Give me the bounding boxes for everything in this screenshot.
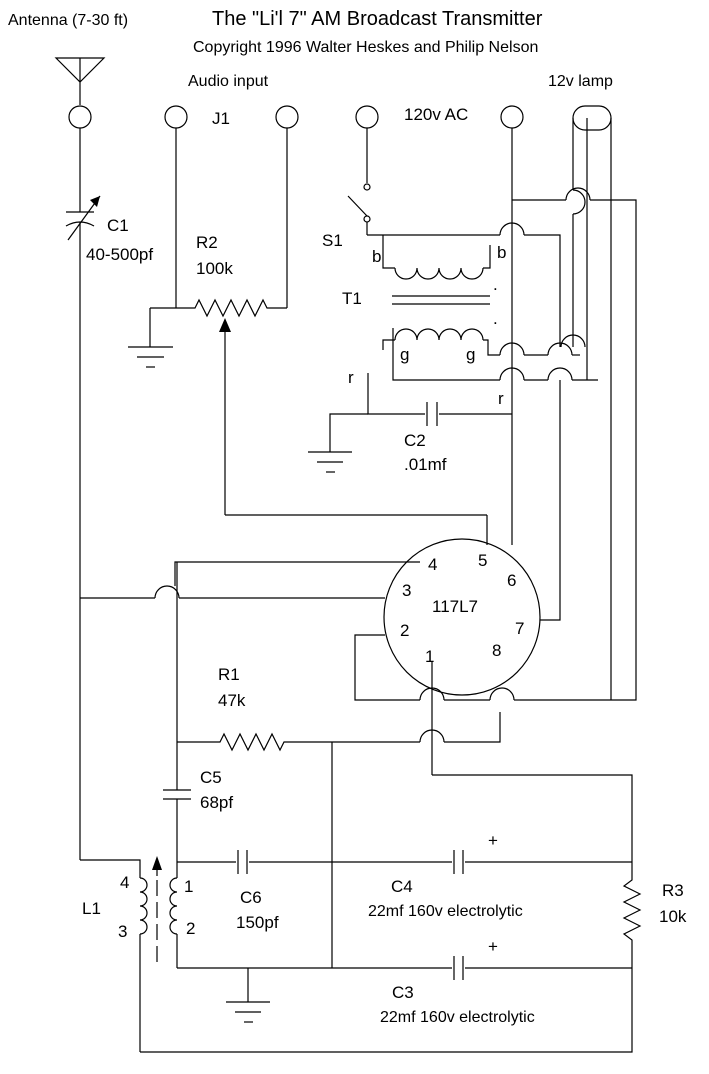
- c3-name: C3: [392, 983, 414, 1002]
- s1-label: S1: [322, 231, 343, 250]
- ground-symbol-bottom: [226, 968, 270, 1023]
- tube-pin-5: 5: [478, 551, 487, 570]
- r1-name: R1: [218, 665, 240, 684]
- tube-pin-4: 4: [428, 555, 437, 574]
- c5-value: 68pf: [200, 793, 233, 812]
- r2-potentiometer: [149, 298, 488, 545]
- l1-pin-4: 4: [120, 873, 129, 892]
- wire-b-right: b: [497, 243, 506, 262]
- c1-variable-capacitor: [65, 128, 101, 860]
- ac-connector: [347, 105, 524, 545]
- audio-input-label: Audio input: [188, 73, 269, 90]
- t1-transformer: [367, 222, 598, 381]
- r3-name: R3: [662, 881, 684, 900]
- c2-name: C2: [404, 431, 426, 450]
- j1-jack: [164, 105, 299, 308]
- tube-pin-7: 7: [515, 619, 524, 638]
- dot-2: .: [493, 309, 498, 328]
- antenna-symbol: [54, 57, 106, 129]
- c6-name: C6: [240, 888, 262, 907]
- l1-name: L1: [82, 899, 101, 918]
- copyright: Copyright 1996 Walter Heskes and Philip …: [193, 39, 538, 56]
- j1-label: J1: [212, 109, 230, 128]
- title: The "Li'l 7" AM Broadcast Transmitter: [212, 8, 543, 30]
- l1-pin-3: 3: [118, 922, 127, 941]
- tube-pin-3: 3: [402, 581, 411, 600]
- lamp-connector: [512, 105, 637, 701]
- c4-plus: +: [488, 831, 498, 850]
- r3-value: 10k: [659, 907, 687, 926]
- ground-symbol: [128, 346, 173, 368]
- r2-value: 100k: [196, 259, 233, 278]
- c3-plus: +: [488, 937, 498, 956]
- lamp-label: 12v lamp: [548, 73, 613, 90]
- dot-1: .: [493, 275, 498, 294]
- wire-b-left: b: [372, 247, 381, 266]
- r1-value: 47k: [218, 691, 246, 710]
- ac-label: 120v AC: [404, 105, 468, 124]
- wire-r-left: r: [348, 368, 354, 387]
- tube-117l7: [80, 380, 561, 701]
- c6-capacitor: [177, 742, 333, 968]
- l1-pin-1: 1: [184, 877, 193, 896]
- c1-value: 40-500pf: [86, 245, 153, 264]
- c2-capacitor: [308, 373, 512, 473]
- l1-pin-2: 2: [186, 919, 195, 938]
- r2-name: R2: [196, 233, 218, 252]
- tube-pin-2: 2: [400, 621, 409, 640]
- c4-value: 22mf 160v electrolytic: [368, 903, 523, 920]
- c1-name: C1: [107, 216, 129, 235]
- c2-value: .01mf: [404, 455, 447, 474]
- c4-name: C4: [391, 877, 413, 896]
- c6-value: 150pf: [236, 913, 279, 932]
- t1-label: T1: [342, 289, 362, 308]
- c4-capacitor: [332, 850, 632, 874]
- r3-resistor: [622, 862, 642, 968]
- tube-pin-1: 1: [425, 647, 434, 666]
- tube-pin-6: 6: [507, 571, 516, 590]
- c3-capacitor: [177, 956, 632, 980]
- wire-r-right: r: [498, 389, 504, 408]
- c3-value: 22mf 160v electrolytic: [380, 1009, 535, 1026]
- c5-capacitor: [163, 742, 191, 862]
- c5-name: C5: [200, 768, 222, 787]
- l1-coil: [80, 856, 633, 1053]
- tube-pin-8: 8: [492, 641, 501, 660]
- tube-name: 117L7: [432, 597, 478, 616]
- wire-g-right: g: [466, 345, 475, 364]
- antenna-label: Antenna (7-30 ft): [8, 12, 128, 29]
- wire-g-left: g: [400, 345, 409, 364]
- r1-resistor: [176, 562, 633, 862]
